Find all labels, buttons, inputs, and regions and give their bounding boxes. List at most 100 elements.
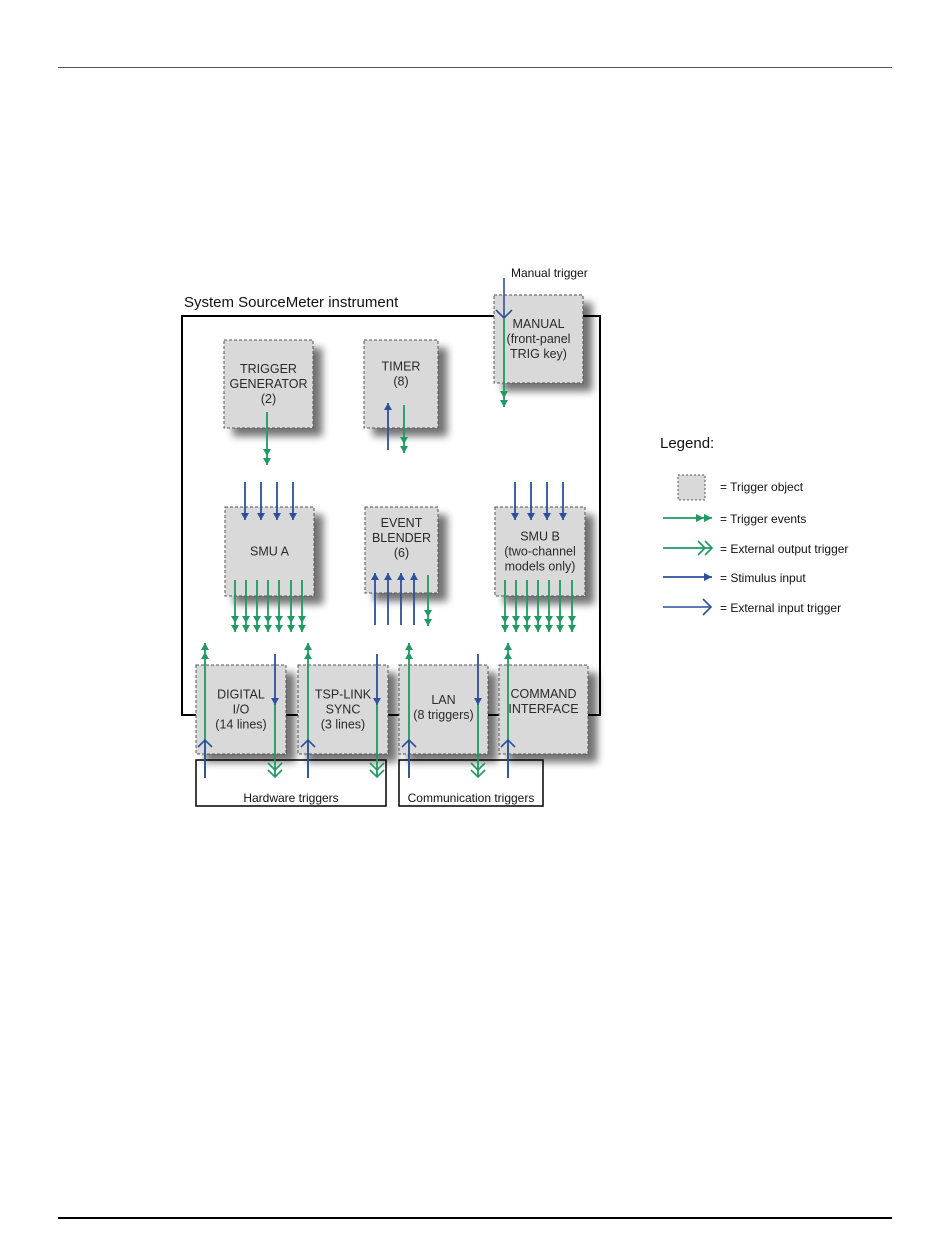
- external-output-arrow-icon: [663, 540, 714, 556]
- arrowhead: [253, 625, 261, 632]
- lan-arrows: [401, 643, 486, 779]
- legend: Legend: = Trigger object = Trigger event…: [660, 435, 848, 616]
- arrowhead: [527, 513, 535, 520]
- arrowhead: [559, 513, 567, 520]
- manual-trigger-arrows: [495, 278, 513, 407]
- command-interface-arrows: [500, 643, 516, 778]
- timer-arrows: [384, 403, 408, 453]
- timer-object: TIMER(8): [363, 339, 439, 429]
- arrowhead: [298, 616, 306, 623]
- arrowhead: [264, 616, 272, 623]
- arrowhead: [500, 400, 508, 407]
- object-label-line: (14 lines): [215, 718, 266, 732]
- arrowhead: [242, 616, 250, 623]
- trigger-object-swatch-icon: [677, 474, 706, 501]
- smu-a-object: SMU A: [224, 506, 315, 597]
- arrowhead: [373, 698, 381, 705]
- arrowhead: [504, 643, 512, 650]
- object-label-line: TRIG key): [510, 347, 567, 361]
- legend-title: Legend:: [660, 435, 714, 452]
- header-rule: [58, 67, 892, 68]
- object-label-line: TSP-LINK: [315, 688, 372, 702]
- arrowhead: [263, 449, 271, 456]
- arrowhead: [289, 513, 297, 520]
- object-label-line: BLENDER: [372, 531, 431, 545]
- object-label-line: EVENT: [381, 516, 423, 530]
- arrowhead: [231, 625, 239, 632]
- legend-item-trigger-object: = Trigger object: [720, 480, 804, 494]
- legend-item-stimulus-input: = Stimulus input: [720, 571, 806, 585]
- object-label-line: GENERATOR: [229, 377, 307, 391]
- object-label-line: (two-channel: [504, 545, 576, 559]
- lan-object: LAN(8 triggers): [398, 664, 489, 755]
- arrowhead: [257, 513, 265, 520]
- arrowhead: [534, 625, 542, 632]
- arrowhead: [511, 513, 519, 520]
- arrowhead: [287, 616, 295, 623]
- smu-b-arrows: [501, 482, 576, 632]
- smu-a-arrows: [231, 482, 306, 632]
- arrowhead: [298, 625, 306, 632]
- arrowhead: [424, 610, 432, 617]
- arrowhead: [201, 643, 209, 650]
- arrowhead: [201, 652, 209, 659]
- arrowhead: [500, 391, 508, 398]
- arrowhead: [568, 616, 576, 623]
- trigger-event-arrow-icon: [663, 514, 712, 522]
- object-label-line: models only): [505, 560, 576, 574]
- tsp-link-arrows: [300, 643, 385, 779]
- arrowhead: [543, 513, 551, 520]
- arrowhead: [545, 625, 553, 632]
- object-label-line: (6): [394, 546, 409, 560]
- object-label-line: (front-panel: [507, 332, 571, 346]
- object-label-line: SMU B: [520, 530, 560, 544]
- legend-item-external-output: = External output trigger: [720, 542, 848, 556]
- trigger-generator-arrows: [263, 412, 271, 465]
- arrowhead: [242, 625, 250, 632]
- communication-triggers-box: [398, 759, 544, 807]
- arrowhead: [512, 616, 520, 623]
- event-blender-arrows: [371, 573, 432, 626]
- object-label-line: DIGITAL: [217, 688, 265, 702]
- object-label-line: TIMER: [382, 360, 421, 374]
- object-label-line: LAN: [431, 693, 455, 707]
- hardware-triggers-label: Hardware triggers: [243, 791, 338, 805]
- stimulus-input-arrow-icon: [663, 573, 712, 581]
- object-label-line: (8 triggers): [413, 708, 473, 722]
- hardware-triggers-box: [195, 759, 387, 807]
- arrowhead: [512, 625, 520, 632]
- arrowhead: [410, 573, 418, 580]
- arrowhead: [273, 513, 281, 520]
- arrowhead: [384, 573, 392, 580]
- arrowhead: [400, 437, 408, 444]
- arrowhead: [474, 698, 482, 705]
- instrument-label: System SourceMeter instrument: [184, 294, 399, 311]
- object-label-line: SMU A: [250, 545, 290, 559]
- arrowhead: [275, 625, 283, 632]
- arrowhead: [231, 616, 239, 623]
- arrowhead: [556, 625, 564, 632]
- footer-rule: [58, 1217, 892, 1219]
- digital-io-arrows: [197, 643, 283, 779]
- manual-trigger-label: Manual trigger: [511, 266, 588, 280]
- arrowhead: [501, 616, 509, 623]
- arrowhead: [263, 458, 271, 465]
- arrowhead: [400, 446, 408, 453]
- legend-item-trigger-events: = Trigger events: [720, 512, 806, 526]
- legend-item-external-input: = External input trigger: [720, 601, 841, 615]
- arrowhead: [523, 625, 531, 632]
- arrowhead: [405, 643, 413, 650]
- arrowhead: [424, 619, 432, 626]
- arrowhead: [287, 625, 295, 632]
- arrowhead: [504, 652, 512, 659]
- arrowhead: [384, 403, 392, 410]
- arrowhead: [397, 573, 405, 580]
- object-label-line: (2): [261, 392, 276, 406]
- arrowhead: [545, 616, 553, 623]
- arrowhead: [304, 652, 312, 659]
